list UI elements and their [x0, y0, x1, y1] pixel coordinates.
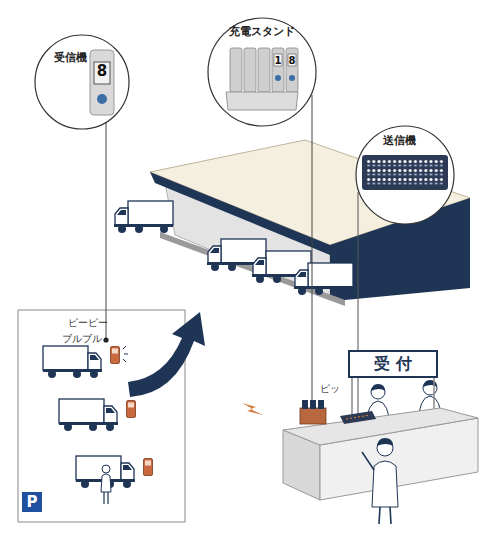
pager — [144, 459, 153, 476]
leader-line — [106, 115, 107, 338]
node-label: P — [27, 494, 38, 511]
callout-fill — [208, 18, 316, 126]
stand-pager — [272, 48, 284, 92]
sound-word: ピッ — [320, 383, 340, 394]
signal-bolt — [242, 403, 263, 415]
display-digit: 8 — [288, 55, 296, 66]
stand-screen — [274, 54, 282, 66]
truck — [59, 399, 118, 431]
display-digit: 1 — [274, 55, 282, 66]
stand-pager — [286, 48, 298, 92]
callout-outline — [34, 34, 130, 130]
reception-sign: 受 付 — [348, 350, 438, 378]
staff-hair — [371, 384, 385, 391]
staff-head — [371, 385, 385, 399]
customer-body — [372, 461, 398, 507]
callout-fill — [35, 35, 129, 129]
node-label: 充電スタンド — [229, 26, 295, 38]
node-label: 受信機 — [54, 52, 87, 64]
driver-legs — [104, 492, 108, 504]
staff-head — [423, 381, 437, 395]
staff-hair — [423, 380, 437, 387]
charging-stand-small — [300, 408, 326, 424]
node-label: 送信機 — [383, 135, 416, 147]
callout-circle: 受信機 — [34, 34, 130, 130]
stand-button — [289, 75, 295, 81]
receiver-button — [97, 94, 107, 104]
truck — [43, 346, 102, 378]
callout-outline — [356, 126, 454, 224]
pager — [127, 401, 136, 418]
transmitter-small — [340, 411, 376, 424]
counter-top — [283, 408, 478, 445]
stand-button — [275, 75, 281, 81]
sound-word: ピーピー — [68, 317, 108, 328]
parking-sign: P — [22, 492, 42, 512]
receiver-screen — [94, 62, 110, 84]
receiver-device — [90, 50, 114, 115]
transmitter-keys — [346, 415, 370, 419]
pager-small — [318, 400, 324, 409]
stand-pager — [230, 48, 242, 92]
callout-fill — [356, 126, 454, 224]
leader-dot — [103, 337, 108, 342]
sound-word: ブルブル — [62, 333, 102, 344]
pager — [111, 347, 120, 364]
callout-circle: 充電スタンド — [207, 17, 317, 127]
stand-pager — [258, 48, 270, 92]
flow-arrow — [128, 312, 205, 397]
node-label: 受 付 — [374, 355, 412, 373]
sign-post — [352, 378, 434, 414]
callout-outline — [35, 35, 129, 129]
display-digit: 8 — [94, 63, 110, 80]
vibration-marks — [123, 346, 128, 362]
stand-pager — [244, 48, 256, 92]
transmitter-keys — [366, 159, 444, 186]
pager-small — [310, 400, 316, 409]
customer-arm — [362, 452, 374, 470]
truck — [294, 263, 353, 295]
stand-base — [226, 92, 298, 110]
callout-circle: 送信機 — [355, 125, 455, 225]
pager-small — [302, 400, 308, 409]
driver-body — [101, 474, 111, 492]
stand-screen — [288, 54, 296, 66]
customer-legs — [379, 507, 391, 524]
leader-line — [312, 95, 313, 400]
truck — [114, 201, 173, 233]
customer-hair — [377, 438, 393, 446]
transmitter-device — [362, 155, 448, 190]
parking-area — [18, 310, 185, 522]
callout-outline — [208, 18, 316, 126]
driver-head — [102, 465, 110, 473]
leader-line — [358, 192, 359, 414]
